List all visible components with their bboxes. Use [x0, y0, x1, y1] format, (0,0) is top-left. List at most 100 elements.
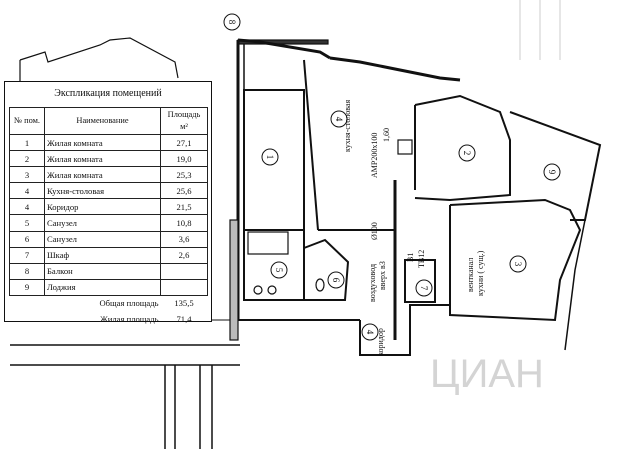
- legend-cell-area: [160, 278, 208, 296]
- room-marker-label: 4: [365, 330, 375, 335]
- label-corridor: коридор: [376, 328, 385, 356]
- legend-cell-area: 10,8: [160, 214, 208, 232]
- corridor-bottom: [359, 304, 450, 356]
- label-level: 1,60: [382, 128, 391, 142]
- label-ventkanal2: кухни ( сущ.): [476, 250, 485, 296]
- label-d100: Ø100: [370, 222, 379, 240]
- room-marker-label: 1: [265, 155, 275, 160]
- room1-divider: [303, 59, 319, 231]
- legend-cell-no: 9: [9, 278, 45, 296]
- total-label: Общая площадь: [99, 298, 159, 309]
- watermark-text: ЦИАН: [430, 352, 544, 396]
- bath-6-walls: [303, 238, 350, 301]
- legend-cell-no: 5: [9, 214, 45, 232]
- bathtub-fixture: [247, 231, 289, 255]
- room-marker-circle: [543, 163, 561, 181]
- outer-left-wall: [229, 219, 239, 341]
- roof-outline: [19, 37, 179, 79]
- total-value: 135,5: [174, 298, 194, 309]
- label-tv: ТВ12: [417, 249, 426, 268]
- label-vozduh: воздуховод: [368, 263, 377, 302]
- legend-cell-no: 7: [9, 246, 45, 264]
- legend-cell-area: 25,3: [160, 166, 208, 184]
- room-marker-label: 2: [462, 151, 472, 156]
- room-marker-circle: [327, 271, 345, 289]
- room-marker-label: 5: [274, 268, 284, 273]
- room-legend: Экспликация помещений № пом. Наименовани…: [4, 81, 212, 324]
- bath-5-walls: [243, 229, 305, 301]
- legend-title: Экспликация помещений: [54, 88, 162, 99]
- room-marker-label: 7: [419, 286, 429, 291]
- legend-cell-area: 3,6: [160, 230, 208, 248]
- toilet-fixture-2: [315, 278, 325, 292]
- legend-cell-area: 27,1: [160, 133, 208, 152]
- legend-cell-name: Жилая комната: [44, 150, 161, 168]
- label-vozduh2: вверх вЗ: [378, 261, 387, 290]
- room-marker-label: 6: [331, 278, 341, 283]
- legend-cell-area: 21,5: [160, 198, 208, 216]
- kitchen-walls: [329, 56, 461, 82]
- legend-cell-name: Шкаф: [44, 246, 161, 264]
- label-kitchen: кухня-столовая: [343, 99, 352, 152]
- room-marker-label: 8: [227, 20, 237, 25]
- room-marker-circle: [270, 261, 288, 279]
- loggia-walls: [509, 111, 602, 221]
- legend-cell-area: 25,6: [160, 182, 208, 200]
- legend-cell-name: Санузел: [44, 230, 161, 248]
- legend-cell-name: Коридор: [44, 198, 161, 216]
- room-3-walls: [449, 198, 582, 322]
- legend-cell-no: 4: [9, 198, 45, 216]
- living-value: 71,4: [176, 313, 192, 324]
- legend-cell-no: 8: [9, 262, 45, 280]
- room-marker-label: 9: [547, 170, 557, 175]
- legend-cell-name: Кухня-столовая: [44, 182, 161, 200]
- legend-cell-area: 2,6: [160, 246, 208, 264]
- wall-top: [237, 38, 331, 60]
- room-marker-circle: [223, 13, 241, 31]
- col-area-header: Площадь м²: [160, 107, 208, 135]
- legend-cell-no: 4: [9, 182, 45, 200]
- living-label: Жилая площадь: [100, 313, 159, 324]
- label-v1: В1: [406, 252, 415, 262]
- sink-fixture: [267, 285, 277, 295]
- room-marker-label: 3: [513, 262, 523, 267]
- room-marker-circle: [509, 255, 527, 273]
- closet-7-walls: [404, 259, 436, 303]
- balcony-edge: [564, 219, 586, 351]
- room-marker-circle: [458, 144, 476, 162]
- legend-cell-no: 6: [9, 230, 45, 248]
- label-amp: АМР200х100: [370, 132, 379, 178]
- legend-cell-no: 1: [9, 133, 45, 152]
- room-marker-label: 4: [334, 117, 344, 122]
- col-no-header: № пом.: [9, 107, 45, 135]
- legend-cell-area: 19,0: [160, 150, 208, 168]
- room-marker-circle: [415, 279, 433, 297]
- col-name-header: Наименование: [44, 107, 161, 135]
- legend-cell-area: [160, 262, 208, 280]
- room-marker-circle: [261, 148, 279, 166]
- legend-cell-name: Балкон: [44, 262, 161, 280]
- label-ventkanal: вентканал: [466, 257, 475, 292]
- legend-cell-name: Санузел: [44, 214, 161, 232]
- legend-cell-no: 2: [9, 150, 45, 168]
- room-2-walls: [414, 94, 511, 202]
- legend-cell-name: Жилая комната: [44, 133, 161, 152]
- stove-fixture: [397, 139, 413, 155]
- room-marker-circle: [361, 323, 379, 341]
- legend-cell-name: Жилая комната: [44, 166, 161, 184]
- legend-cell-no: 3: [9, 166, 45, 184]
- room-marker-circle: [330, 110, 348, 128]
- legend-cell-name: Лоджия: [44, 278, 161, 296]
- toilet-fixture: [253, 285, 263, 295]
